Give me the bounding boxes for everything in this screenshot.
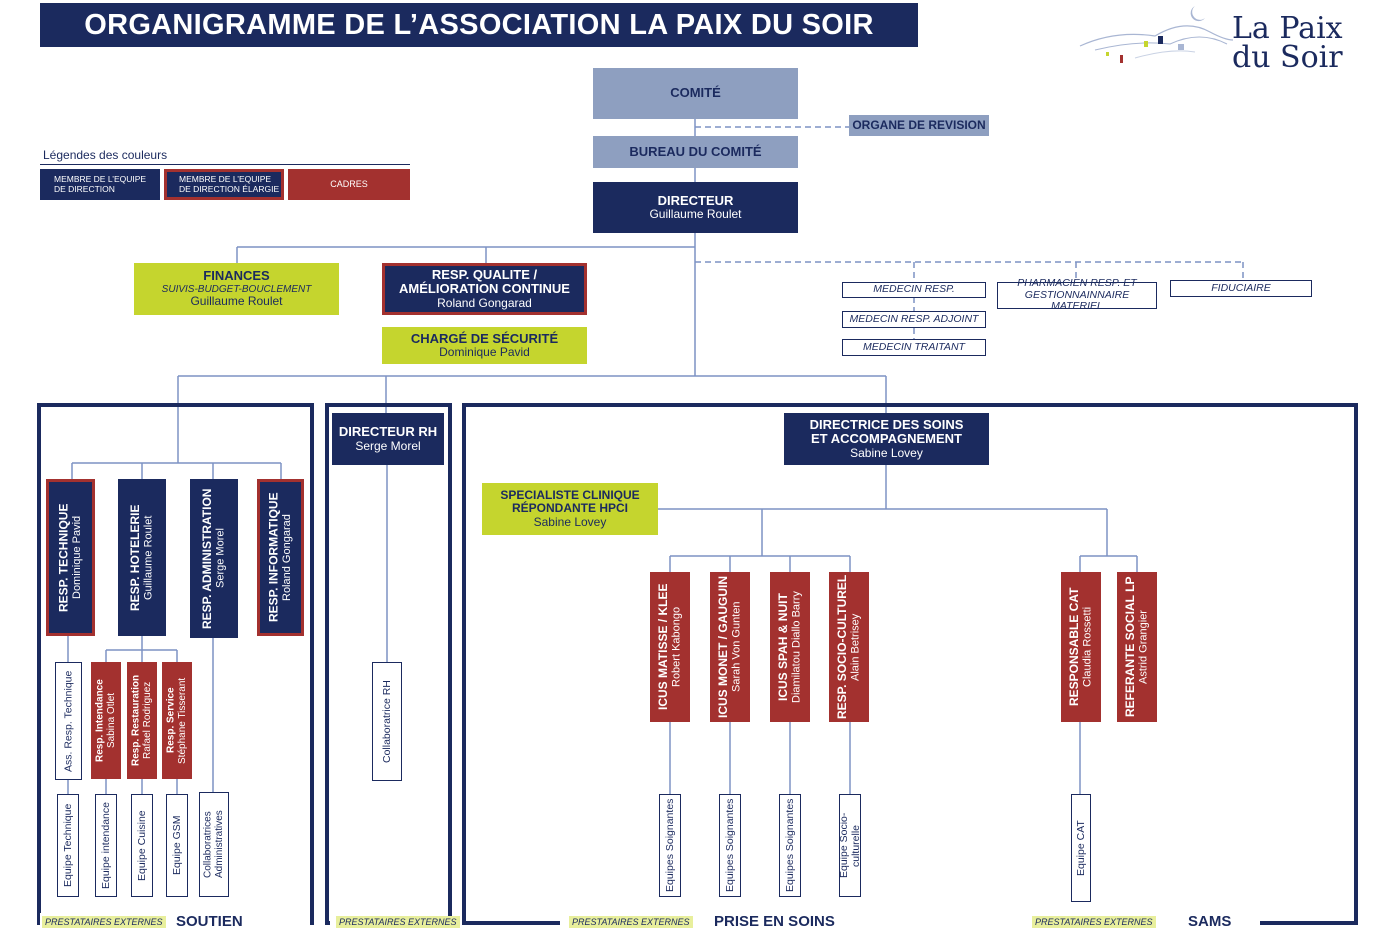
charge-securite-box: CHARGÉ DE SÉCURITÉ Dominique Pavid — [382, 327, 587, 364]
equipes-soignantes-1-box: Equipes Soignantes — [659, 794, 681, 897]
directrice-soins-box: DIRECTRICE DES SOINS ET ACCOMPAGNEMENT S… — [784, 413, 989, 465]
resp-technique-box: RESP. TECHNIQUE Dominique Pavid — [46, 479, 95, 636]
resp-hotelerie-box: RESP. HOTELERIE Guillaume Roulet — [118, 479, 166, 636]
equipe-intendance-box: Equipe intendance — [95, 794, 117, 897]
medecin-resp-box: MEDECIN RESP. — [842, 282, 986, 298]
resp-qualite-box: RESP. QUALITE / AMÉLIORATION CONTINUE Ro… — [382, 263, 587, 315]
resp-administration-box: RESP. ADMINISTRATION Serge Morel — [190, 479, 238, 638]
legend-title: Légendes des couleurs — [40, 148, 410, 165]
equipe-technique-box: Equipe Technique — [57, 794, 79, 897]
directeur-box: DIRECTEUR Guillaume Roulet — [593, 182, 798, 233]
sams-prestataires-label: PRESTATAIRES EXTERNES — [1032, 916, 1156, 928]
equipes-soignantes-3-box: Equipes Soignantes — [779, 794, 801, 897]
responsable-cat-box: RESPONSABLE CAT Claudia Rossetti — [1061, 572, 1101, 722]
medecin-traitant-box: MEDECIN TRAITANT — [842, 339, 986, 356]
equipes-soignantes-2-box: Equipes Soignantes — [719, 794, 741, 897]
legend-direction-elargie: MEMBRE DE L’EQUIPE DE DIRECTION ÉLARGIE — [164, 169, 284, 200]
soins-frame — [462, 403, 1358, 925]
collaboratrices-administratives-box: Collaboratrices Administratives — [199, 792, 229, 897]
logo-line-2: du Soir — [1232, 40, 1343, 75]
title-banner: ORGANIGRAMME DE L’ASSOCIATION LA PAIX DU… — [40, 3, 918, 47]
fiduciaire-box: FIDUCIAIRE — [1170, 280, 1312, 297]
equipe-gsm-box: Equipe GSM — [166, 794, 188, 897]
sams-label: SAMS — [1182, 913, 1238, 930]
resp-informatique-box: RESP. INFORMATIQUE Roland Gongarad — [257, 479, 304, 636]
finances-box: FINANCES SUIVIS-BUDGET-BOUCLEMENT Guilla… — [134, 263, 339, 315]
bureau-comite-box: BUREAU DU COMITÉ — [593, 136, 798, 168]
icus-spah-nuit-box: ICUS SPAH & NUIT Diamilatou Diallo Barry — [770, 572, 810, 722]
soutien-label: SOUTIEN — [170, 913, 249, 930]
logo-line-1: La Paix — [1232, 11, 1343, 46]
equipe-cuisine-box: Equipe Cuisine — [131, 794, 153, 897]
prise-en-soins-label: PRISE EN SOINS — [708, 913, 841, 930]
resp-restauration-box: Resp. Restauration Rafael Rodriguez — [127, 662, 157, 779]
specialiste-clinique-box: SPECIALISTE CLINIQUE RÉPONDANTE HPCI Sab… — [482, 483, 658, 535]
legend-cadres: CADRES — [288, 169, 410, 200]
medecin-adjoint-box: MEDECIN RESP. ADJOINT — [842, 311, 986, 328]
soutien-prestataires-label: PRESTATAIRES EXTERNES — [42, 916, 166, 928]
referante-social-box: REFERANTE SOCIAL LP Astrid Grangier — [1117, 572, 1157, 722]
directeur-rh-box: DIRECTEUR RH Serge Morel — [332, 413, 444, 465]
pharmacien-box: PHARMACIEN RESP. ET GESTIONNAINNAIRE MAT… — [997, 277, 1157, 312]
soins-prestataires-label: PRESTATAIRES EXTERNES — [569, 916, 693, 928]
logo-mark-icon — [1079, 6, 1234, 63]
logo: La Paix du Soir — [1075, 0, 1345, 82]
legend: Légendes des couleurs MEMBRE DE L’EQUIPE… — [40, 148, 410, 200]
resp-intendance-box: Resp. Intendance Sabina Otlet — [91, 662, 121, 779]
page-title: ORGANIGRAMME DE L’ASSOCIATION LA PAIX DU… — [84, 8, 874, 41]
assistant-technique-box: Ass. Resp. Technique — [55, 662, 82, 780]
icus-matisse-klee-box: ICUS MATISSE / KLEE Robert Kabongo — [650, 572, 690, 722]
legend-direction: MEMBRE DE L’EQUIPE DE DIRECTION — [40, 169, 160, 200]
icus-monet-gauguin-box: ICUS MONET / GAUGUIN Sarah Von Gunten — [710, 572, 750, 722]
resp-service-box: Resp. Service Stéphane Tisserant — [162, 662, 192, 779]
rh-prestataires-label: PRESTATAIRES EXTERNES — [336, 916, 460, 928]
equipe-cat-box: Equipe CAT — [1071, 794, 1091, 902]
equipe-socio-culturelle-box: Equipe Socio-culturelle — [838, 794, 862, 897]
organe-revision-box: ORGANE DE REVISION — [849, 115, 989, 136]
resp-socio-culturel-box: RESP. SOCIO-CULTUREL Alain Betrisey — [829, 572, 869, 722]
comite-box: COMITÉ — [593, 68, 798, 119]
collaboratrice-rh-box: Collaboratrice RH — [372, 662, 402, 781]
